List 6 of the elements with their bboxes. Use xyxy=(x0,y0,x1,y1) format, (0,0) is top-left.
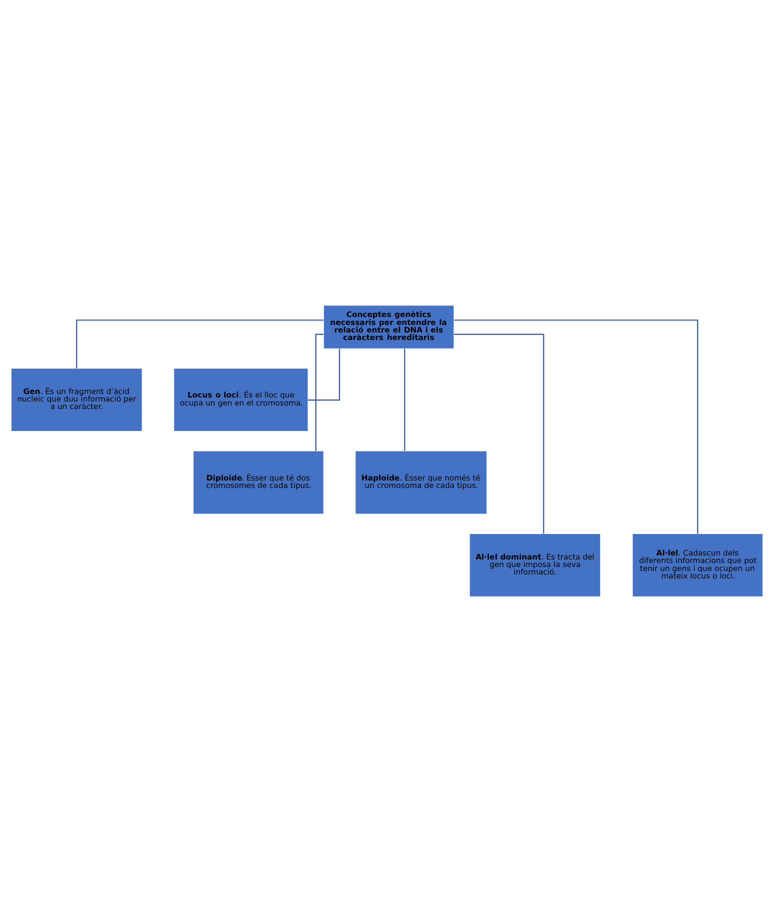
connector xyxy=(454,319,698,534)
connector xyxy=(308,348,340,400)
connector xyxy=(76,319,324,368)
connector xyxy=(314,333,323,450)
connector xyxy=(404,348,405,450)
connector xyxy=(454,333,544,534)
